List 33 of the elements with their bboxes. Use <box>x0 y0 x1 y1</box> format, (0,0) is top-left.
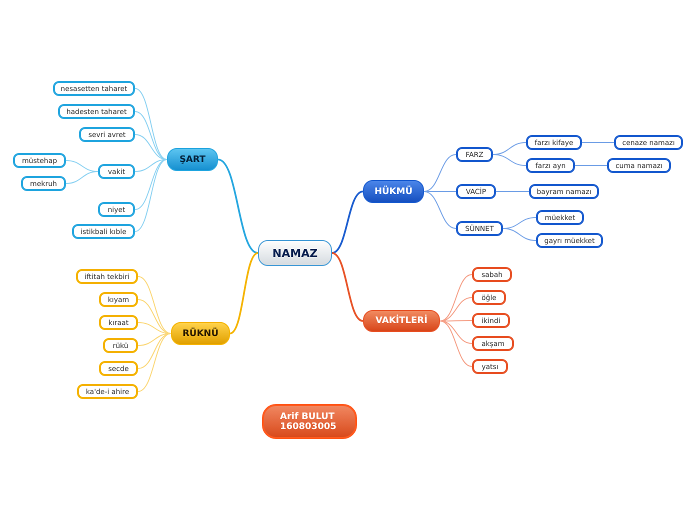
connector-line <box>134 159 168 210</box>
connector-line <box>424 191 456 192</box>
connector-line <box>66 171 98 184</box>
connector-line <box>138 333 172 346</box>
connector-line <box>492 154 526 166</box>
main-topic-box: HÜKMÜ <box>363 180 424 203</box>
connector-line <box>440 274 472 322</box>
connector-line <box>574 165 608 166</box>
connector-line <box>138 276 172 334</box>
connector-line <box>138 333 172 392</box>
connector-line <box>230 252 258 334</box>
connector-line <box>134 159 168 172</box>
main-topic-box: VAKİTLERİ <box>363 310 440 332</box>
connector-line <box>134 88 168 160</box>
connector-line <box>440 320 472 344</box>
connector-line <box>424 191 456 229</box>
name-box: Arif BULUT 160803005 <box>262 404 357 439</box>
connector-line <box>332 190 364 254</box>
connector-line <box>134 159 168 232</box>
connector-line <box>138 299 172 334</box>
main-topic-box: ŞART <box>167 148 218 171</box>
connector-line <box>332 252 364 322</box>
connector-line <box>582 142 614 143</box>
connector-line <box>424 154 456 192</box>
central-topic-box: NAMAZ <box>258 240 332 266</box>
connector-line <box>134 111 168 160</box>
main-topic-box: RÜKNÜ <box>171 322 230 345</box>
connector-line <box>502 228 536 241</box>
connector-line <box>134 134 168 160</box>
connector-line <box>496 191 530 192</box>
connector-line <box>440 320 472 367</box>
connector-line <box>440 297 472 322</box>
connector-line <box>218 158 258 254</box>
